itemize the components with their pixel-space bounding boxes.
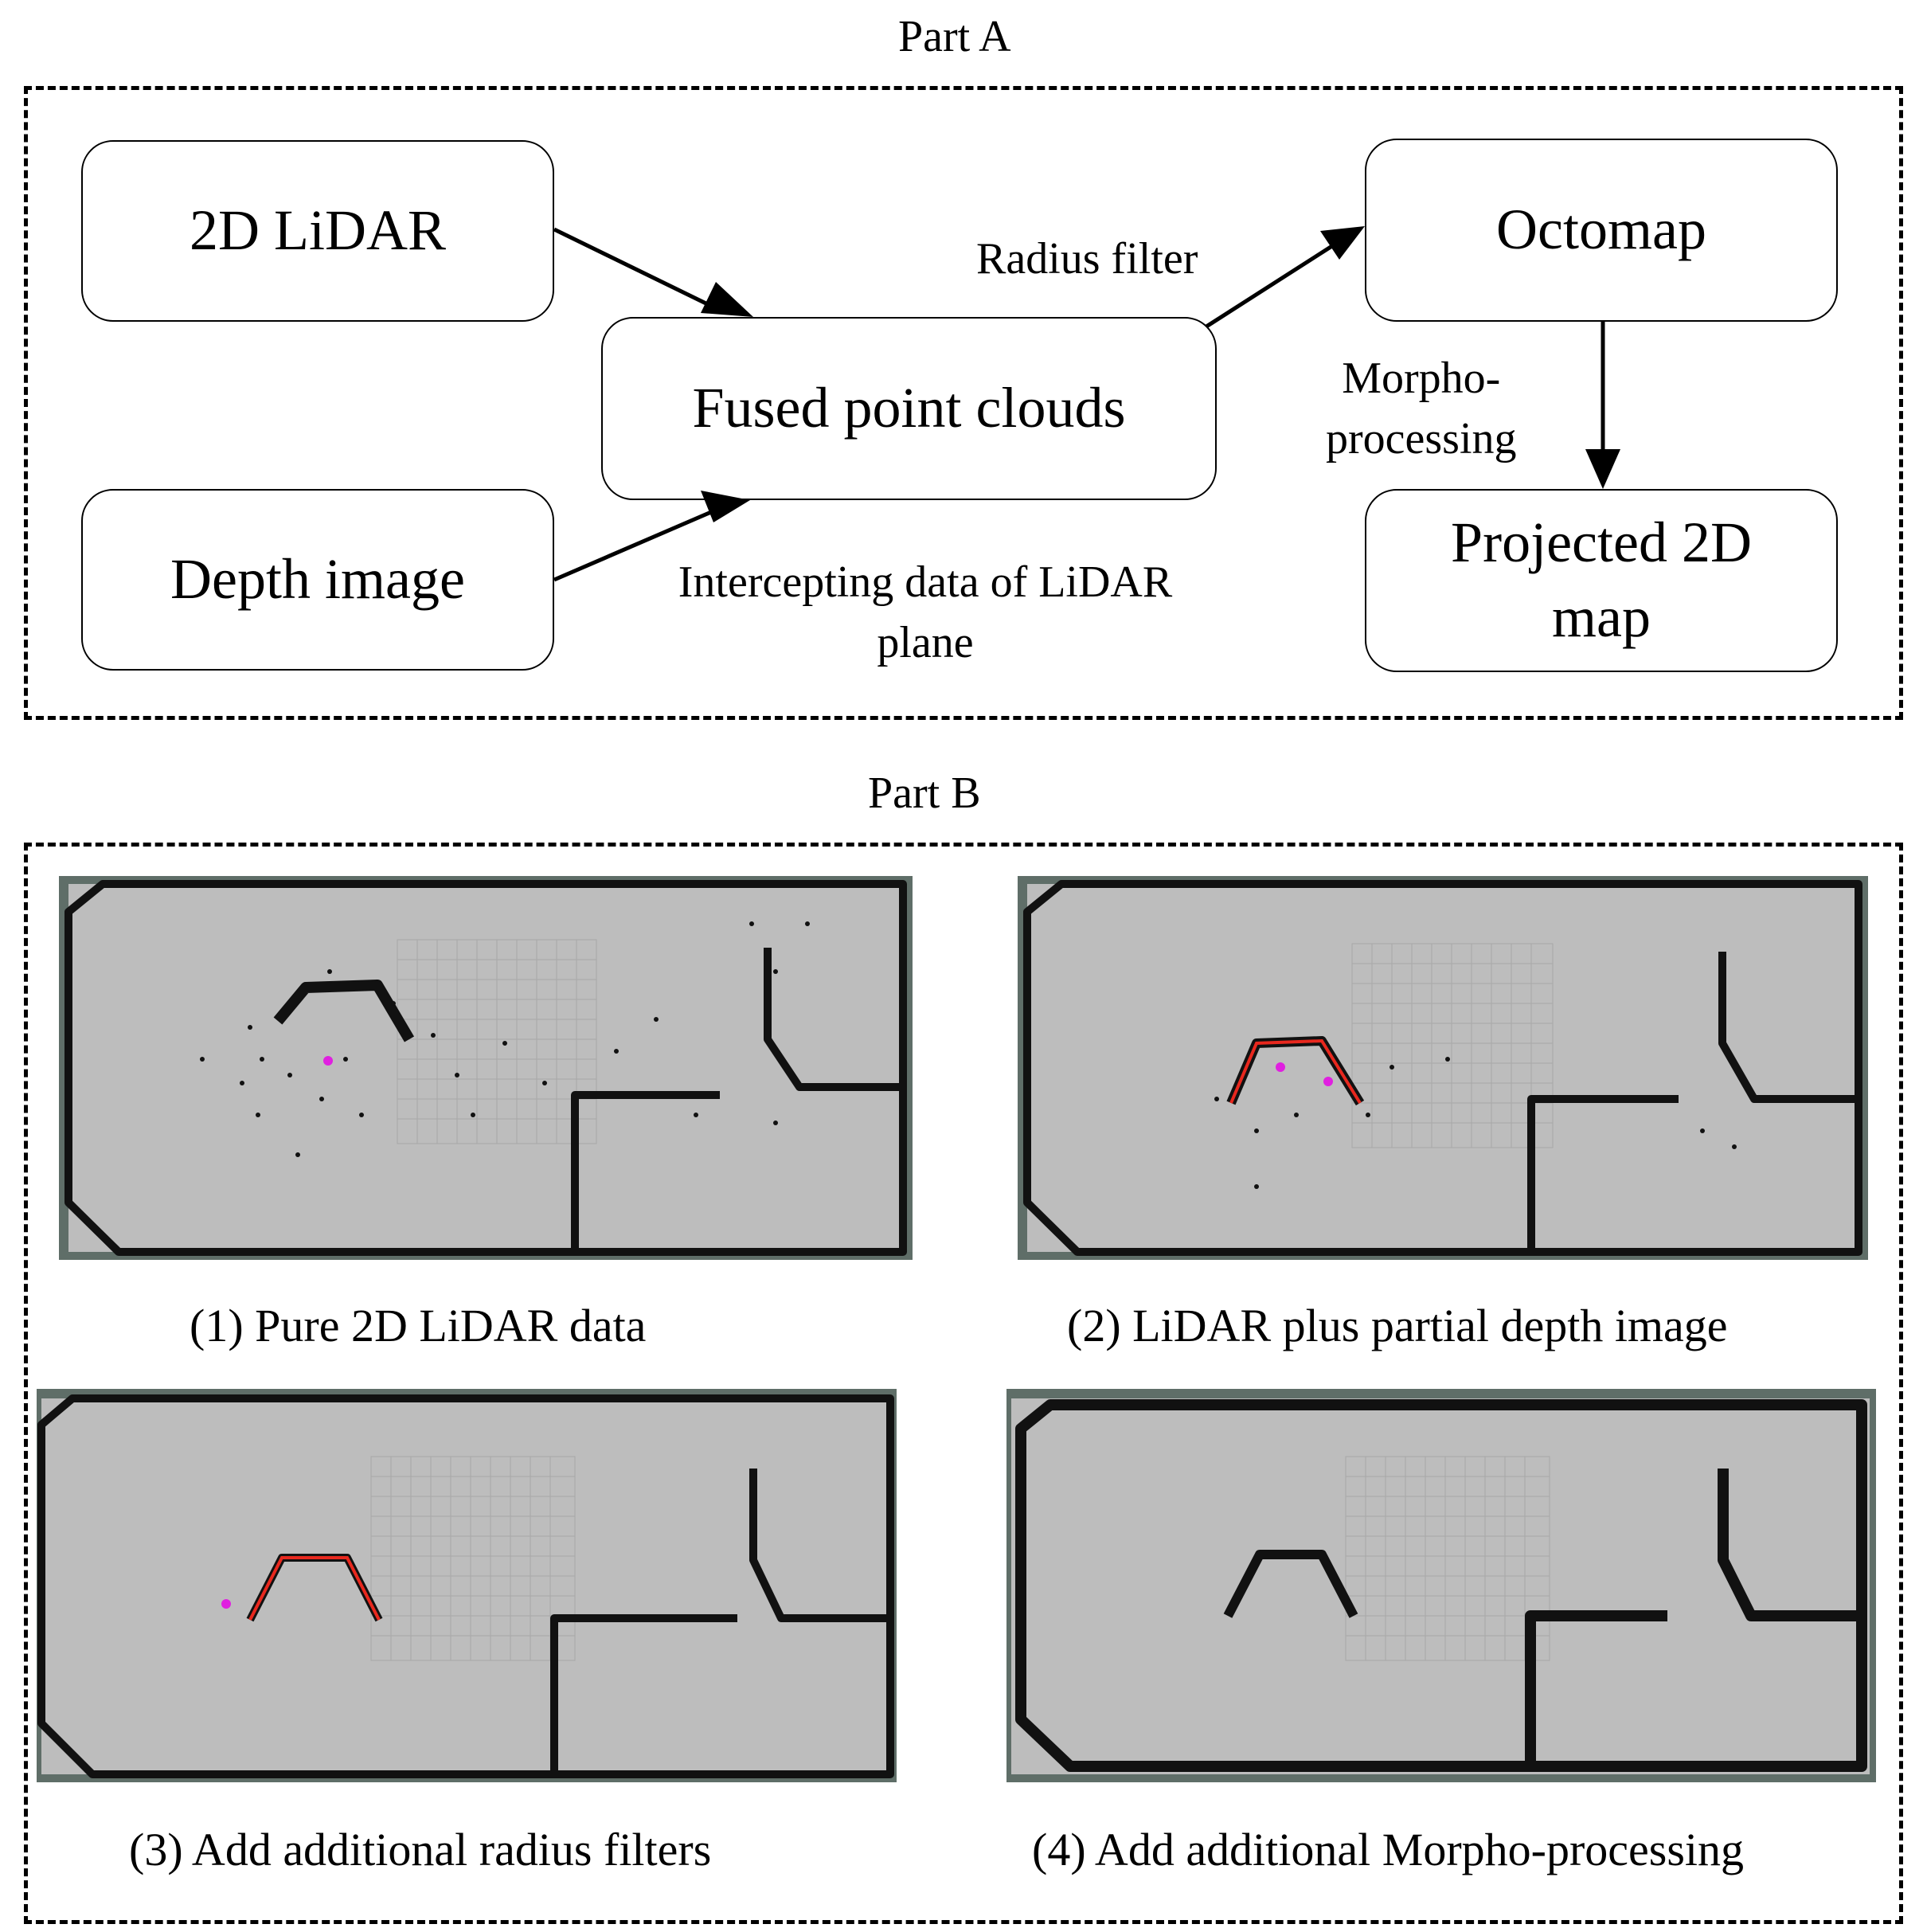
node-2d-lidar: 2D LiDAR bbox=[81, 140, 554, 322]
edge-label-morpho-processing: Morpho- processing bbox=[1326, 349, 1517, 469]
map-floor bbox=[1027, 884, 1859, 1252]
node-2d-lidar-label: 2D LiDAR bbox=[190, 198, 446, 263]
arrow-lidar-to-fused bbox=[553, 227, 722, 313]
map-floor bbox=[68, 884, 903, 1252]
map-filter-line bbox=[248, 1556, 381, 1621]
arrowhead-octomap bbox=[1320, 226, 1365, 260]
part-b-title: Part B bbox=[868, 768, 981, 818]
node-depth-image: Depth image bbox=[81, 489, 554, 671]
map-noise bbox=[1214, 1057, 1737, 1189]
map-grid bbox=[1351, 943, 1554, 1148]
edge-label-radius-filter: Radius filter bbox=[976, 234, 1198, 284]
map-grid bbox=[370, 1456, 576, 1661]
part-a-title: Part A bbox=[898, 12, 1011, 61]
map-morpho-processing bbox=[1006, 1389, 1876, 1782]
edge-label-morpho-line2: processing bbox=[1326, 413, 1517, 463]
node-fused-point-clouds-label: Fused point clouds bbox=[692, 376, 1126, 440]
arrowhead-depth bbox=[701, 491, 750, 522]
map-robot-marker bbox=[221, 1599, 231, 1609]
arrowhead-lidar bbox=[701, 282, 753, 317]
map-robot-marker bbox=[1276, 1062, 1285, 1072]
map-filter-line bbox=[1229, 1038, 1362, 1105]
node-octomap-label: Octomap bbox=[1496, 198, 1706, 262]
arrow-depth-to-fused bbox=[553, 507, 717, 582]
map-walls bbox=[1015, 1399, 1867, 1772]
arrowhead-projected bbox=[1585, 449, 1620, 489]
map-noise bbox=[200, 921, 810, 1157]
arrow-fused-to-octomap bbox=[1205, 235, 1347, 329]
caption-panel-2: (2) LiDAR plus partial depth image bbox=[1067, 1300, 1728, 1351]
part-b-frame bbox=[24, 843, 1903, 1924]
caption-panel-1: (1) Pure 2D LiDAR data bbox=[190, 1300, 647, 1351]
map-walls bbox=[64, 880, 907, 1256]
map-grid bbox=[397, 939, 597, 1144]
edge-label-intercepting-line1: Intercepting data of LiDAR bbox=[678, 557, 1173, 607]
node-fused-point-clouds: Fused point clouds bbox=[601, 317, 1217, 500]
map-pure-2d-lidar bbox=[59, 876, 913, 1260]
node-projected-2d-map-label: Projected 2D map bbox=[1451, 510, 1752, 649]
edge-label-intercepting-line2: plane bbox=[877, 617, 974, 667]
map-radius-filters bbox=[37, 1389, 897, 1782]
caption-panel-4: (4) Add additional Morpho-processing bbox=[1032, 1824, 1745, 1875]
edge-label-intercepting-data: Intercepting data of LiDAR plane bbox=[639, 553, 1212, 673]
map-floor bbox=[41, 1398, 890, 1774]
part-a-frame bbox=[24, 86, 1903, 720]
caption-panel-3: (3) Add additional radius filters bbox=[129, 1824, 712, 1875]
edge-label-morpho-line1: Morpho- bbox=[1342, 354, 1501, 403]
node-depth-image-label: Depth image bbox=[170, 547, 465, 612]
map-robot-marker-2 bbox=[1323, 1077, 1333, 1086]
node-octomap: Octomap bbox=[1365, 139, 1838, 322]
map-robot-marker bbox=[323, 1056, 333, 1066]
map-floor bbox=[1011, 1398, 1870, 1774]
map-lidar-plus-depth bbox=[1018, 876, 1868, 1260]
map-grid bbox=[1345, 1456, 1550, 1661]
node-projected-2d-map: Projected 2D map bbox=[1365, 489, 1838, 672]
